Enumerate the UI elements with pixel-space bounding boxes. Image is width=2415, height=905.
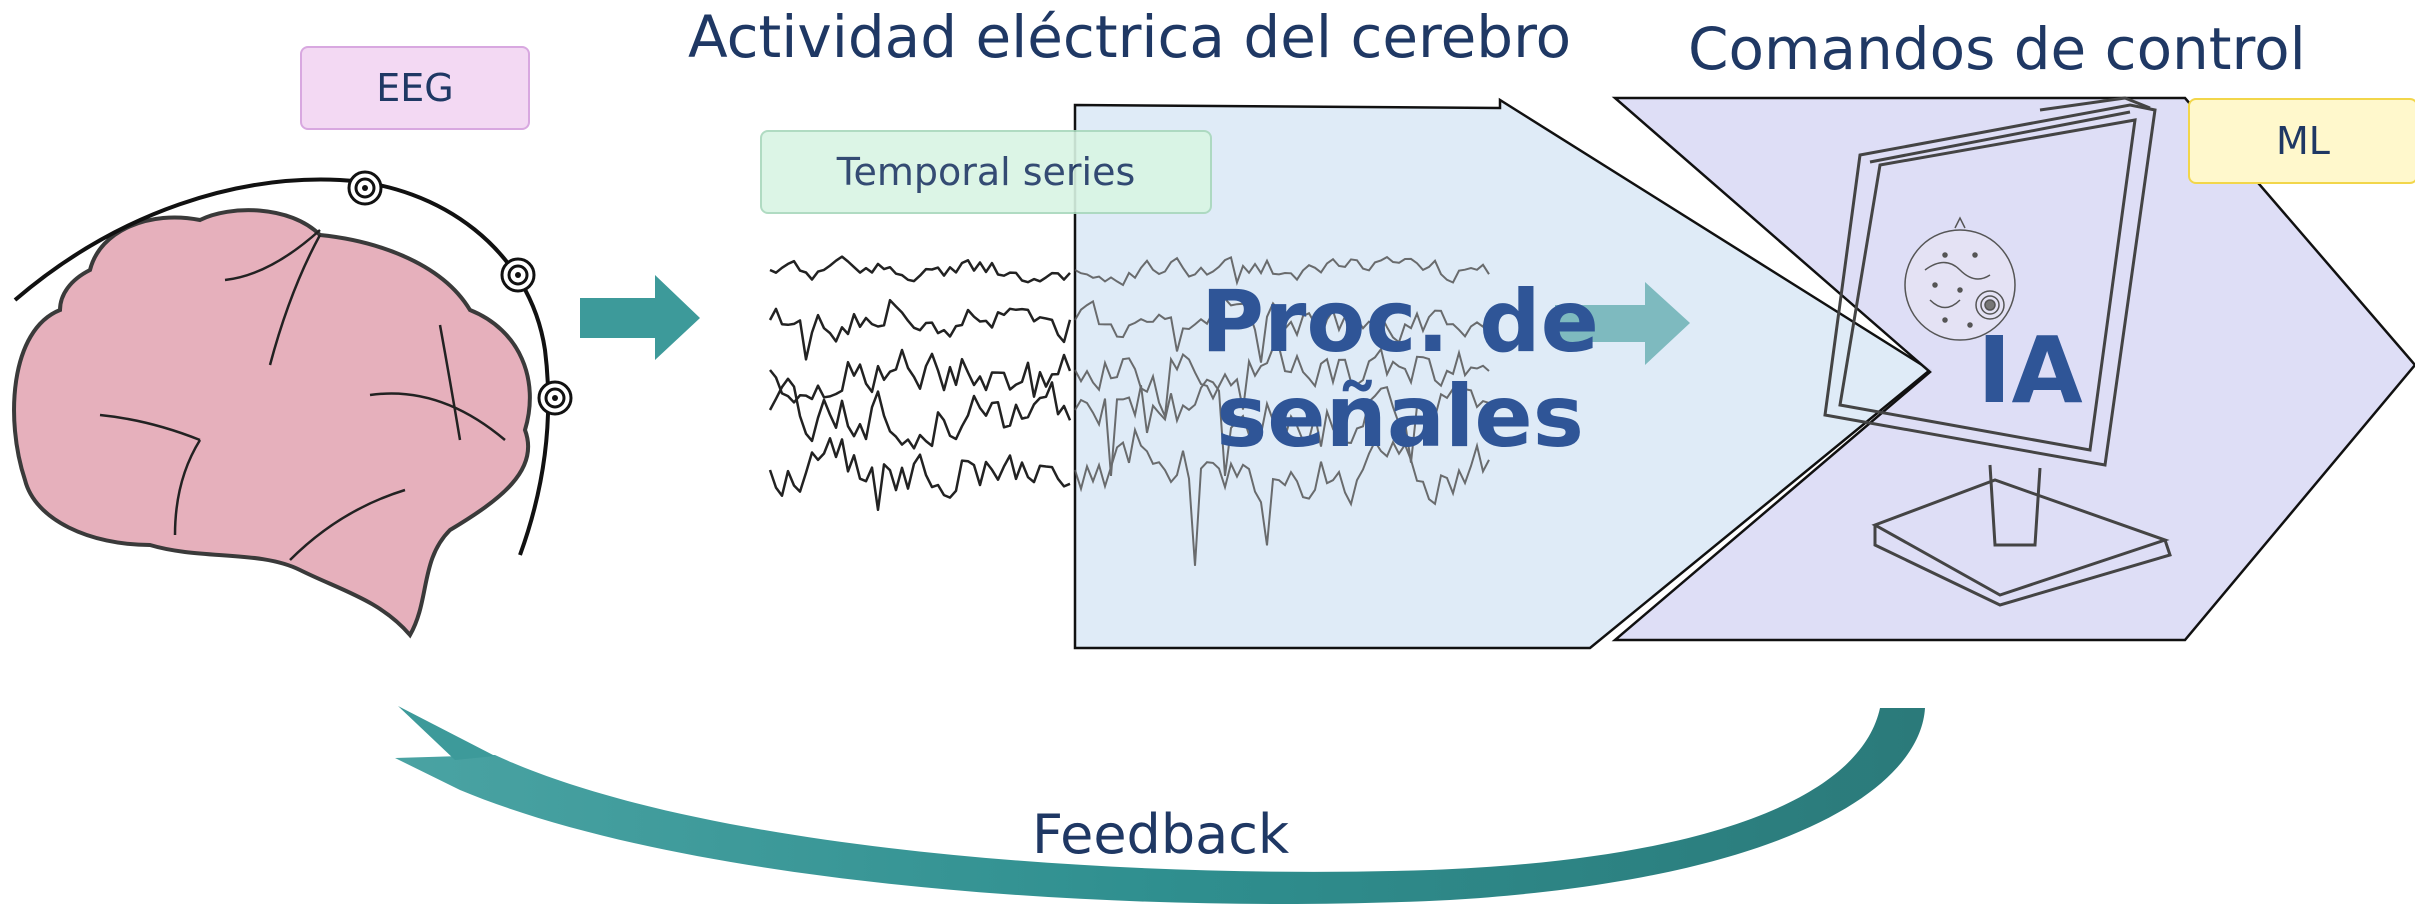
arrow-to-signals (580, 275, 700, 360)
temporal-series-tag: Temporal series (760, 130, 1212, 214)
monitor-icon (1823, 96, 2172, 607)
ml-tag: ML (2188, 98, 2415, 184)
electrode-icon (537, 380, 573, 416)
temporal-series-label: Temporal series (836, 150, 1136, 194)
electrode-icon (347, 170, 383, 206)
arrow-to-ai (1555, 282, 1690, 365)
signal-processing-line1: Proc. de (1200, 272, 1599, 372)
signal-processing-label: Proc. de señales (1190, 275, 1610, 464)
eeg-traces-processed (1074, 255, 1490, 566)
eeg-tag: EEG (300, 46, 530, 130)
ai-panel (1611, 96, 2415, 642)
ai-label: IA (1977, 317, 2083, 424)
signal-processing-line2: señales (1216, 366, 1584, 467)
feedback-arrow (395, 708, 1925, 905)
feedback-label: Feedback (1032, 803, 1290, 866)
brain-icon (12, 208, 532, 639)
eeg-traces (768, 255, 1072, 512)
electrode-icon (500, 257, 536, 293)
head-outline (13, 177, 551, 556)
eeg-label: EEG (376, 66, 454, 110)
scalp-map-icon (1904, 216, 2016, 341)
brain-activity-title: Actividad eléctrica del cerebro (688, 3, 1572, 71)
feedback-arrow-head (398, 706, 495, 760)
ml-label: ML (2276, 119, 2330, 163)
control-commands-title: Comandos de control (1688, 15, 2306, 83)
